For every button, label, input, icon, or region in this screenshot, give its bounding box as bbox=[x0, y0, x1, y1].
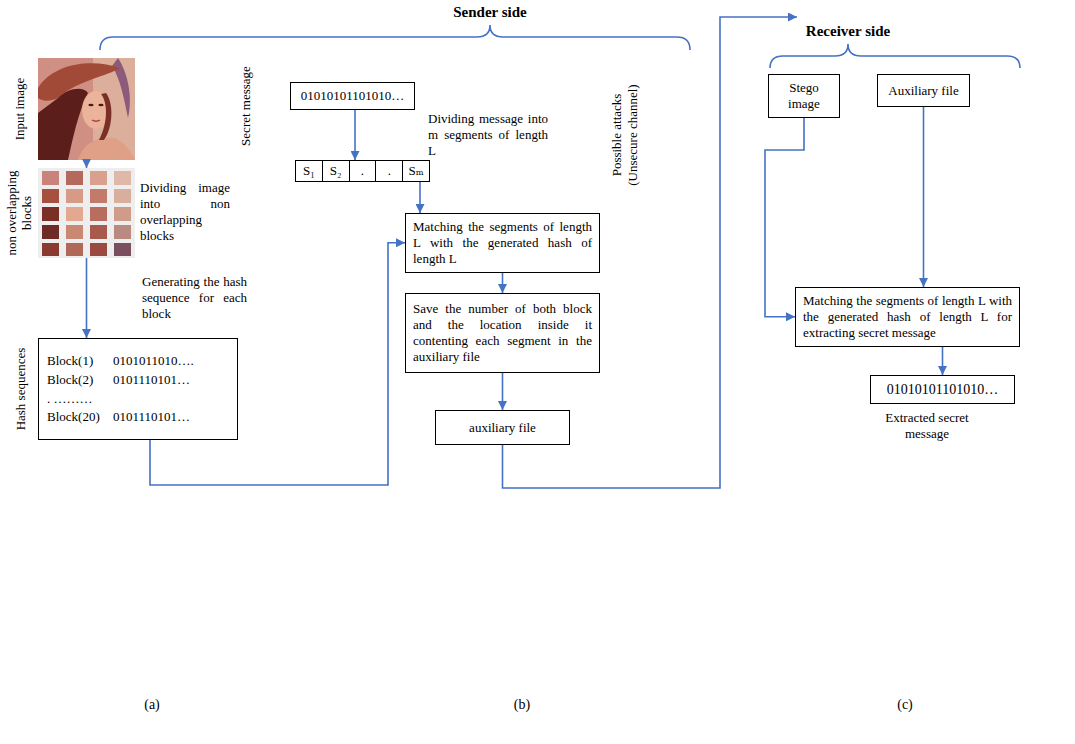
image-tile bbox=[42, 243, 59, 256]
box-text: Auxiliary file bbox=[885, 83, 962, 99]
segment-cell: S₁ bbox=[296, 161, 323, 181]
image-tile bbox=[42, 171, 59, 185]
edge-label: Dividing message into m segments of leng… bbox=[428, 111, 548, 159]
hash-entry: 0101011010…. bbox=[113, 353, 229, 369]
flow-arrow bbox=[502, 273, 504, 293]
panel-tag: (b) bbox=[492, 697, 552, 714]
side-heading: Hash sequences bbox=[14, 334, 29, 444]
flow-arrow bbox=[354, 110, 356, 160]
flow-arrow bbox=[923, 107, 925, 287]
image-tile bbox=[66, 225, 83, 239]
image-tile bbox=[90, 243, 107, 256]
segment-cell: S₂ bbox=[323, 161, 350, 181]
hash-entry: Block(20) bbox=[47, 409, 113, 425]
portrait-picture bbox=[38, 58, 135, 160]
picture-hair bbox=[38, 89, 88, 160]
image-tile bbox=[114, 207, 131, 221]
box-text: 01010101101010… bbox=[298, 88, 407, 104]
box-text: auxiliary file bbox=[443, 420, 562, 436]
image-tile bbox=[114, 189, 131, 203]
image-tile bbox=[66, 189, 83, 203]
hash-entry: 0101110101… bbox=[113, 409, 229, 425]
panel-tag: (a) bbox=[122, 697, 182, 714]
image-tile bbox=[90, 225, 107, 239]
side-title: Receiver side bbox=[748, 22, 948, 40]
segment-cell: Sₘ bbox=[403, 161, 429, 181]
input-box: Stego image bbox=[768, 74, 840, 118]
image-tile bbox=[114, 225, 131, 239]
image-tile bbox=[66, 243, 83, 256]
picture-eye bbox=[88, 104, 93, 107]
image-tile bbox=[90, 207, 107, 221]
picture-hair bbox=[99, 93, 111, 140]
image-tile bbox=[42, 189, 59, 203]
channel-note: Possible attacks (Unsecure channel) bbox=[608, 73, 639, 198]
message-box: Secret message01010101101010… bbox=[290, 82, 415, 110]
hash-entry: Block(2) bbox=[47, 372, 113, 388]
picture-mouth bbox=[92, 120, 100, 121]
edge-label: Dividing image into non overlapping bloc… bbox=[140, 180, 230, 243]
file-box: auxiliary file bbox=[435, 410, 570, 445]
flow-arrow bbox=[502, 373, 504, 410]
hash-entry: Block(1) bbox=[47, 353, 113, 369]
process-box: Matching the segments of length L with t… bbox=[795, 287, 1020, 347]
side-title: Sender side bbox=[390, 3, 590, 21]
image-blocks: non overlapping blocks bbox=[38, 168, 135, 258]
output-box: Extracted secret message01010101101010… bbox=[870, 375, 1015, 404]
segment-row: S₁S₂..Sₘ bbox=[295, 160, 430, 182]
segment-cell: . bbox=[350, 161, 377, 181]
curly-brace bbox=[770, 44, 1020, 68]
picture-shoulder bbox=[78, 138, 135, 160]
image-tile bbox=[66, 207, 83, 221]
flow-arrow bbox=[86, 258, 88, 338]
file-box: Auxiliary file bbox=[877, 74, 970, 107]
caption-text: Extracted secret message bbox=[877, 410, 977, 441]
input-image: Input image bbox=[38, 58, 135, 160]
flow-arrow bbox=[419, 182, 421, 213]
image-tile bbox=[42, 225, 59, 239]
picture-background bbox=[38, 58, 135, 160]
panel-tag: (c) bbox=[875, 697, 935, 714]
process-box: Save the number of both block and the lo… bbox=[405, 293, 600, 373]
segment-cell: . bbox=[376, 161, 403, 181]
box-text: Matching the segments of length L with t… bbox=[803, 293, 1012, 341]
curly-brace bbox=[100, 25, 690, 50]
box-text: 01010101101010… bbox=[878, 381, 1007, 398]
edge-label: Generating the hash sequence for each bl… bbox=[142, 274, 247, 322]
flow-arrow bbox=[86, 160, 88, 168]
tiles-background bbox=[38, 168, 135, 258]
side-heading: Input image bbox=[13, 59, 28, 159]
block-tiles-picture bbox=[38, 168, 135, 258]
hash-table-box: Hash sequencesBlock(1)0101011010….Block(… bbox=[38, 338, 238, 440]
image-tile bbox=[114, 243, 131, 256]
image-tile bbox=[90, 189, 107, 203]
hash-entry: 0101110101… bbox=[113, 372, 229, 388]
flow-arrow bbox=[942, 347, 944, 375]
box-text: Save the number of both block and the lo… bbox=[413, 301, 592, 364]
hash-entry: . ……… bbox=[47, 391, 229, 407]
process-box: Matching the segments of length L with t… bbox=[405, 213, 600, 273]
picture-eye bbox=[98, 104, 103, 107]
side-heading: Secret message bbox=[239, 56, 254, 156]
image-tile bbox=[66, 171, 83, 185]
image-tile bbox=[90, 171, 107, 185]
box-text: Matching the segments of length L with t… bbox=[413, 219, 592, 267]
image-tile bbox=[114, 171, 131, 185]
image-tile bbox=[42, 207, 59, 221]
side-heading: non overlapping blocks bbox=[4, 166, 34, 261]
box-text: Stego image bbox=[776, 80, 832, 112]
